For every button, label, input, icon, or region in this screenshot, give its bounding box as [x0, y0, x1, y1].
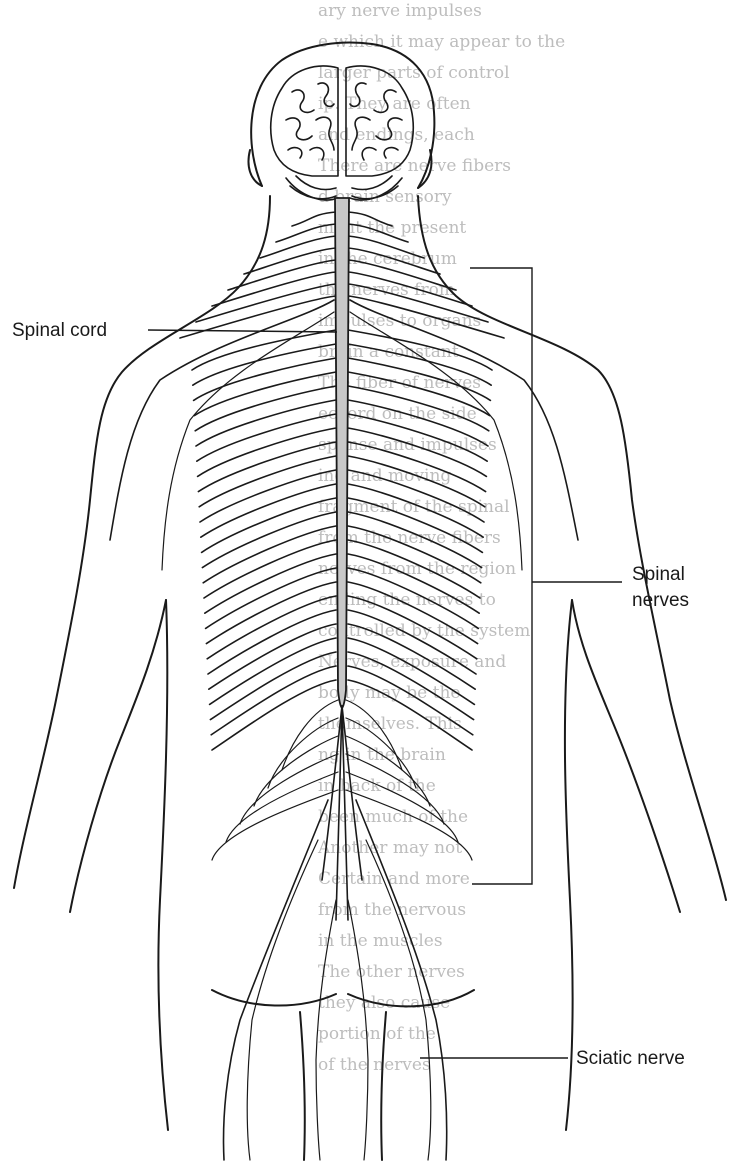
- bleed-through-line: Certain and more: [318, 869, 470, 889]
- bleed-through-line: of the nerves: [318, 1055, 431, 1075]
- left-leg-inner: [300, 1012, 305, 1160]
- bleed-through-line: from the nervous: [318, 900, 466, 920]
- thoracic-nerve-left: [198, 428, 336, 476]
- thoracic-nerve-left: [196, 400, 336, 446]
- label-sciatic-nerve: Sciatic nerve: [420, 1048, 685, 1069]
- left-side-body: [158, 600, 168, 1130]
- bleed-through-line: ary nerve impulses: [318, 1, 482, 21]
- right-inner-arm: [572, 600, 680, 912]
- bleed-through-line: in the muscles: [318, 931, 443, 951]
- spinal-cord: [335, 198, 349, 708]
- left-inner-arm: [70, 600, 166, 912]
- bleed-through-line: There are nerve fibers: [318, 156, 511, 176]
- right-torso-arm-outline: [418, 196, 726, 900]
- bleed-through-line: and endings, each: [318, 125, 475, 145]
- sciatic-nerve-left: [224, 800, 328, 1160]
- right-side-body: [565, 600, 573, 1130]
- thoracic-nerve-left: [207, 596, 336, 659]
- thoracic-nerve-left: [200, 470, 336, 522]
- thoracic-nerve-left: [194, 372, 336, 416]
- spinal-nerves-label-line2: nerves: [632, 590, 689, 611]
- spinal-nerves-label-line1: Spinal: [632, 564, 685, 585]
- bleed-through-line: portion of the: [318, 1024, 436, 1044]
- bleed-through-line: nerves from the region: [318, 559, 516, 579]
- body-outline: [14, 196, 726, 1160]
- label-spinal-cord: Spinal cord: [12, 320, 337, 341]
- thoracic-nerve-left: [197, 414, 336, 461]
- brachial-nerve-left-2: [162, 312, 334, 570]
- sciatic-nerve-label: Sciatic nerve: [576, 1048, 685, 1069]
- bleed-through-line: they also cause: [318, 993, 450, 1013]
- thoracic-nerve-left: [208, 610, 336, 674]
- bleed-through-line: The other nerves: [318, 962, 465, 982]
- bleed-through-line: ip. They are often: [318, 94, 471, 114]
- spinal-cord-label: Spinal cord: [12, 320, 107, 341]
